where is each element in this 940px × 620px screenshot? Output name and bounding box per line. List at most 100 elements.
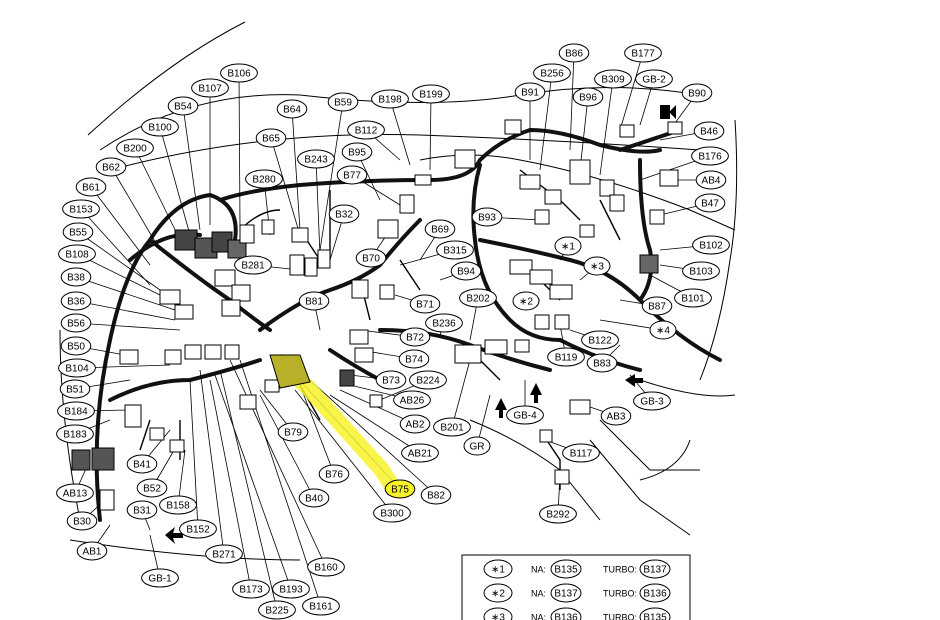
callout-text: B152: [186, 525, 210, 536]
callout-b61: B61: [75, 177, 107, 197]
callout-text: B160: [314, 563, 338, 574]
callout-b119: B119: [547, 347, 585, 367]
callout-b280: B280: [245, 169, 283, 189]
callout-text: B75: [391, 485, 409, 496]
callout-text: B103: [689, 267, 713, 278]
callout-b55: B55: [62, 222, 94, 242]
leader-line: [110, 166, 161, 251]
leader-line: [569, 52, 575, 151]
connector-block: [71, 449, 91, 471]
legend-caption: NA:: [531, 613, 546, 620]
connector-block: [579, 224, 595, 238]
callout-text: B93: [478, 213, 496, 224]
leader-line: [294, 389, 393, 514]
leader-line: [199, 369, 225, 555]
callout-text: GB-1: [148, 574, 172, 585]
callout-text: B280: [252, 175, 276, 186]
callout-b256: B256: [533, 63, 571, 83]
callout-b309: B309: [594, 69, 632, 89]
connector-block: [667, 121, 683, 135]
callout-b73: B73: [375, 370, 407, 390]
callout-b281: B281: [234, 255, 272, 275]
callout-ab21: AB21: [401, 443, 439, 463]
callout-text: B101: [681, 294, 705, 305]
leader-line: [315, 158, 321, 256]
callout-text: AB3: [607, 412, 626, 423]
connector-blocks: [71, 119, 683, 511]
connector-block: [231, 284, 251, 302]
leader-line: [90, 186, 151, 266]
connector-block: [379, 284, 395, 300]
callout-text: B104: [65, 364, 89, 375]
callout-text: B50: [67, 342, 85, 353]
connector-block: [349, 329, 369, 345]
callout-ab2: AB2: [399, 414, 431, 434]
leader-line: [389, 98, 411, 166]
callout-b59: B59: [327, 92, 359, 112]
callout-text: B309: [601, 75, 625, 86]
callout-text: B90: [688, 89, 706, 100]
legend-value: ∗2: [491, 589, 505, 600]
legend-value: B137: [643, 565, 667, 576]
callout-b176: B176: [691, 146, 729, 166]
callout-b95: B95: [341, 142, 373, 162]
callout-text: B62: [102, 163, 120, 174]
leader-line: [77, 231, 161, 291]
leader-line: [309, 379, 437, 496]
callout-b30: B30: [66, 511, 98, 531]
leader-line: [75, 300, 176, 321]
legend-caption: NA:: [531, 589, 546, 599]
connector-block: [534, 314, 550, 330]
callout-text: B176: [698, 152, 722, 163]
callout-text: B51: [66, 385, 84, 396]
callout-text: B184: [64, 407, 88, 418]
connector-block: [239, 394, 257, 410]
callout-text: B281: [241, 261, 265, 272]
callout-text: B199: [419, 90, 443, 101]
callout-text: B271: [212, 550, 236, 561]
connector-block: [399, 194, 415, 214]
callout-b76: B76: [318, 464, 350, 484]
callout-4: ∗4: [649, 320, 677, 340]
leader-line: [75, 322, 181, 331]
callout-text: AB13: [63, 489, 88, 500]
callout-text: B224: [416, 376, 440, 387]
connector-block: [264, 379, 280, 393]
leader-line: [270, 137, 301, 236]
callout-b104: B104: [58, 358, 96, 378]
legend-value: B136: [554, 613, 578, 620]
callout-text: B236: [432, 319, 456, 330]
callout-text: B153: [69, 205, 93, 216]
leader-line: [209, 379, 252, 590]
callout-b103: B103: [682, 261, 720, 281]
connector-block: [289, 254, 305, 276]
harness-wires: [94, 127, 722, 522]
callout-labels: B106B107B54B100B200B62B61B153B55B108B38B…: [56, 43, 730, 620]
connector-block: [484, 339, 508, 355]
connector-block: [519, 174, 541, 190]
callout-b69: B69: [424, 219, 456, 239]
legend-caption: NA:: [531, 565, 546, 575]
leader-line: [182, 105, 201, 231]
callout-b79: B79: [277, 422, 309, 442]
callout-text: B91: [521, 88, 539, 99]
callout-b236: B236: [425, 313, 463, 333]
connector-block: [91, 447, 115, 471]
callout-b47: B47: [694, 193, 726, 213]
callout-gb-4: GB-4: [506, 405, 544, 425]
callout-ab3: AB3: [600, 406, 632, 426]
connector-block: [649, 209, 665, 225]
connector-block: [454, 149, 476, 169]
callout-text: B82: [427, 491, 445, 502]
callout-b54: B54: [167, 96, 199, 116]
leader-line: [599, 78, 614, 176]
callout-b315: B315: [436, 240, 474, 260]
callout-text: B83: [593, 359, 611, 370]
callout-b52: B52: [136, 478, 168, 498]
callout-b108: B108: [58, 244, 96, 264]
callout-b158: B158: [159, 495, 197, 515]
callout-text: B200: [123, 144, 147, 155]
leader-line: [579, 96, 589, 171]
callout-text: B69: [431, 225, 449, 236]
callout-b90: B90: [681, 83, 713, 103]
